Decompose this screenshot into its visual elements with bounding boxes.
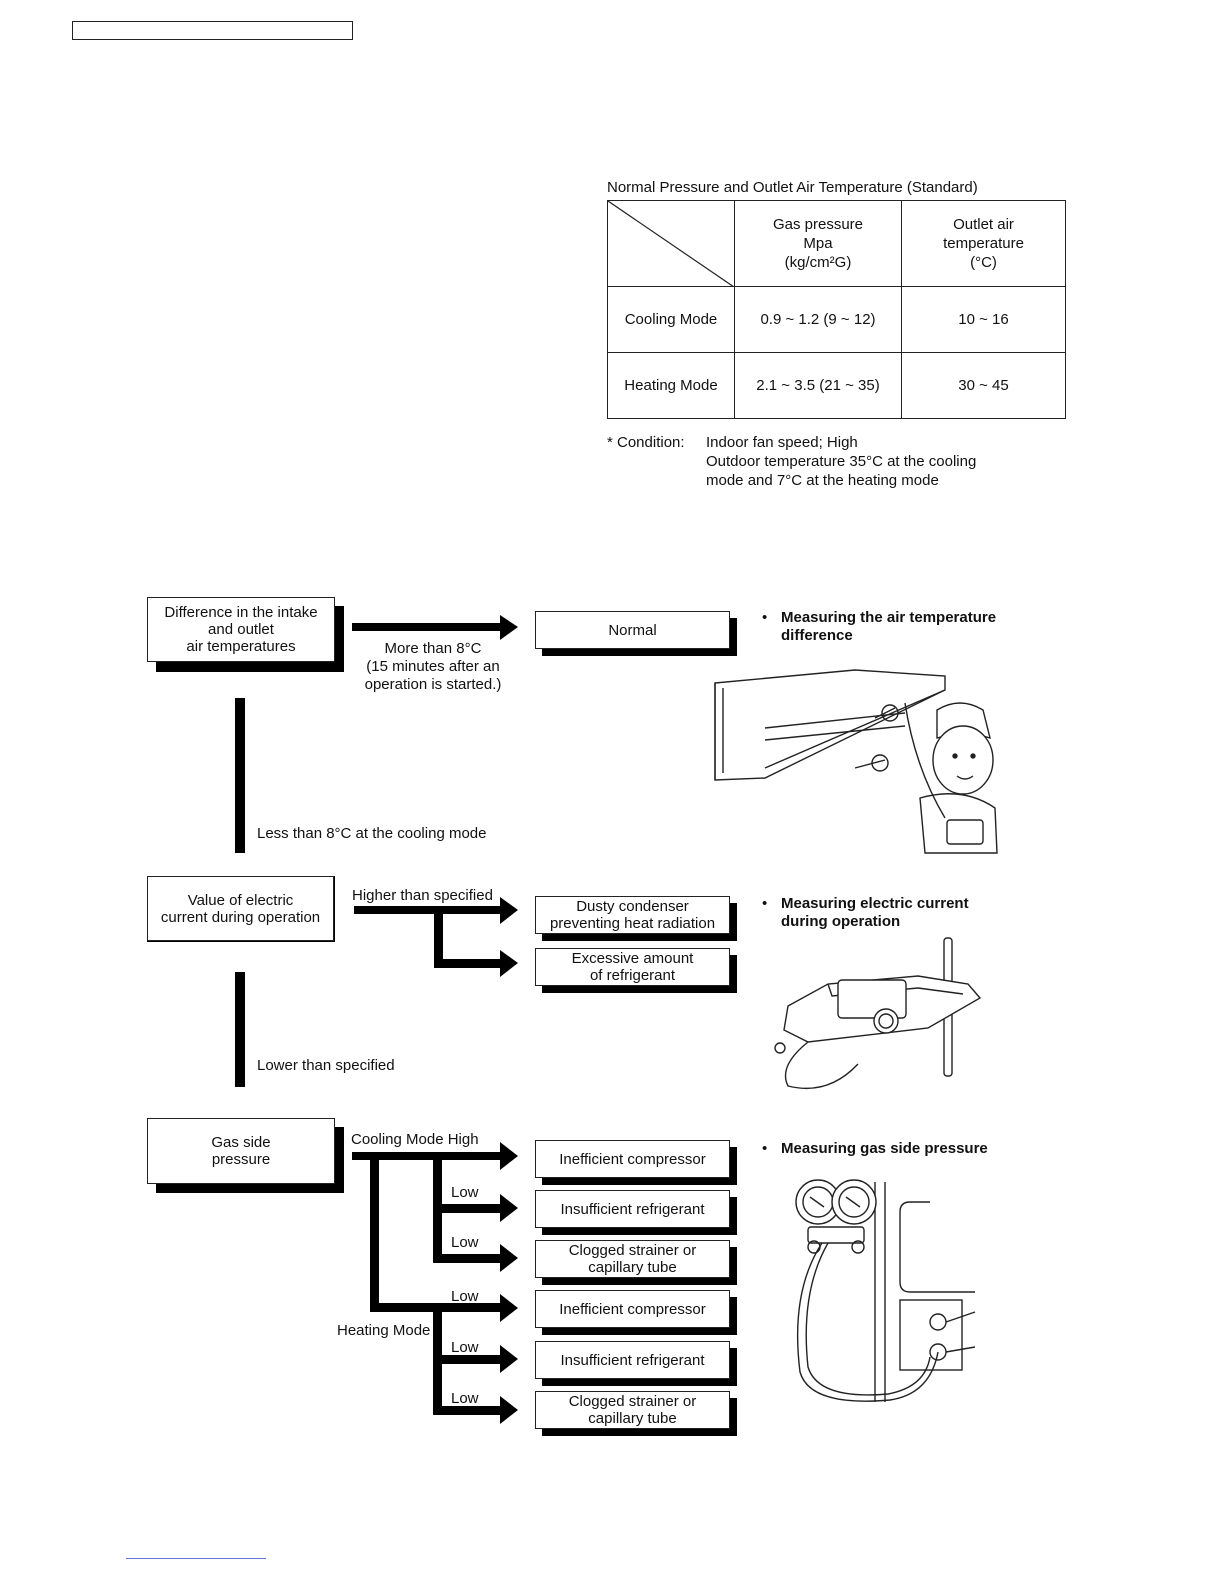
- low-label: Low: [451, 1339, 479, 1356]
- header-outlet-line-3: (°C): [970, 254, 997, 271]
- result-label: Inefficient compressor: [559, 1300, 706, 1318]
- step1-yes-line-3: operation is started.): [364, 676, 502, 693]
- clogged-strainer-box: Clogged strainer or capillary tube: [535, 1391, 730, 1429]
- low-label: Low: [451, 1184, 479, 1201]
- step1-yes-label: More than 8°C (15 minutes after an opera…: [358, 640, 508, 694]
- step1-yes-line-1: More than 8°C: [384, 640, 482, 657]
- result-line-2: capillary tube: [588, 1259, 677, 1276]
- diagonal-line: [608, 201, 734, 287]
- header-outlet-temperature: Outlet air temperature (°C): [901, 200, 1066, 287]
- bullet-icon: •: [762, 895, 768, 912]
- step2-yes-label: Higher than specified: [352, 887, 493, 904]
- result-label: Inefficient compressor: [559, 1150, 706, 1168]
- low-label: Low: [451, 1390, 479, 1407]
- row-gas-value: 0.9 ~ 1.2 (9 ~ 12): [734, 286, 902, 353]
- insufficient-refrigerant-box: Insufficient refrigerant: [535, 1190, 730, 1228]
- clogged-strainer-box: Clogged strainer or capillary tube: [535, 1240, 730, 1278]
- header-gas-line-1: Gas pressure: [772, 216, 864, 233]
- row-label: Cooling Mode: [607, 286, 735, 353]
- result-line-1: Clogged strainer or: [568, 1393, 697, 1410]
- step2-arrows: [354, 897, 518, 977]
- note-electric-current: • Measuring electric current during oper…: [762, 895, 969, 931]
- normal-box: Normal: [535, 611, 730, 649]
- header-gas-line-2: Mpa: [803, 235, 833, 252]
- note-air-temperature: • Measuring the air temperature differen…: [762, 609, 996, 645]
- low-label: Low: [451, 1288, 479, 1305]
- step3-box-line-1: Gas side: [211, 1134, 271, 1151]
- excessive-line-2: of refrigerant: [589, 967, 676, 984]
- step1-box-line-2: and outlet: [208, 621, 274, 638]
- header-gas-pressure: Gas pressure Mpa (kg/cm²G): [734, 200, 902, 287]
- condition-line-1: Indoor fan speed; High: [706, 434, 858, 451]
- standard-table: Gas pressure Mpa (kg/cm²G) Outlet air te…: [607, 200, 1066, 419]
- footer-link-line: [126, 1558, 266, 1559]
- note-air-line-1: Measuring the air temperature: [781, 609, 997, 626]
- row-outlet-value: 30 ~ 45: [901, 352, 1066, 419]
- step3-box: Gas side pressure: [147, 1118, 335, 1184]
- bullet-icon: •: [762, 1140, 768, 1157]
- excessive-refrigerant-box: Excessive amount of refrigerant: [535, 948, 730, 986]
- note-current-line-2: during operation: [781, 913, 901, 930]
- inefficient-compressor-box: Inefficient compressor: [535, 1290, 730, 1328]
- note-gas-pressure: • Measuring gas side pressure: [762, 1140, 988, 1158]
- table-row: Heating Mode 2.1 ~ 3.5 (21 ~ 35) 30 ~ 45: [607, 352, 1066, 419]
- dusty-line-1: Dusty condenser: [576, 898, 689, 915]
- note-air-line-2: difference: [781, 627, 853, 644]
- bullet-icon: •: [762, 609, 768, 626]
- header-box: [72, 21, 353, 40]
- step2-no-label: Lower than specified: [257, 1057, 395, 1074]
- row-outlet-value: 10 ~ 16: [901, 286, 1066, 353]
- low-label: Low: [451, 1234, 479, 1251]
- row-gas-value: 2.1 ~ 3.5 (21 ~ 35): [734, 352, 902, 419]
- cooling-mode-high-label: Cooling Mode High: [351, 1131, 479, 1148]
- step3-arrows: [352, 1142, 518, 1424]
- excessive-line-1: Excessive amount: [571, 950, 694, 967]
- result-line-1: Clogged strainer or: [568, 1242, 697, 1259]
- condition-label: * Condition:: [607, 434, 685, 451]
- step1-yes-arrow: [352, 615, 518, 640]
- step1-no-connector: [235, 698, 245, 853]
- step2-box-line-2: current during operation: [160, 908, 321, 926]
- step2-box-line-1: Value of electric: [187, 891, 294, 909]
- table-corner-cell: [607, 200, 735, 287]
- step1-yes-line-2: (15 minutes after an: [366, 658, 500, 675]
- table-row: Cooling Mode 0.9 ~ 1.2 (9 ~ 12) 10 ~ 16: [607, 286, 1066, 353]
- condition-line-2: Outdoor temperature 35°C at the cooling: [706, 453, 977, 470]
- step1-box: Difference in the intake and outlet air …: [147, 597, 335, 662]
- step2-box: Value of electric current during operati…: [147, 876, 334, 941]
- result-label: Insufficient refrigerant: [560, 1351, 705, 1369]
- note-current-line-1: Measuring electric current: [781, 895, 969, 912]
- step1-box-line-1: Difference in the intake: [164, 604, 318, 621]
- step2-no-connector: [235, 972, 245, 1087]
- step1-box-line-3: air temperatures: [186, 638, 296, 655]
- dusty-line-2: preventing heat radiation: [549, 915, 716, 932]
- gauge-manifold-illustration: [795, 1179, 976, 1402]
- condition-line-3: mode and 7°C at the heating mode: [706, 472, 939, 489]
- header-outlet-line-1: Outlet air: [953, 216, 1014, 233]
- note-gas-line: Measuring gas side pressure: [781, 1140, 988, 1157]
- inefficient-compressor-box: Inefficient compressor: [535, 1140, 730, 1178]
- clamp-meter-illustration: [774, 937, 982, 1090]
- air-temperature-measurement-illustration: [714, 669, 998, 854]
- row-label: Heating Mode: [607, 352, 735, 419]
- header-outlet-line-2: temperature: [943, 235, 1024, 252]
- header-gas-line-3: (kg/cm²G): [784, 254, 852, 271]
- normal-label: Normal: [608, 621, 657, 639]
- result-line-2: capillary tube: [588, 1410, 677, 1427]
- table-title: Normal Pressure and Outlet Air Temperatu…: [607, 179, 978, 196]
- step1-no-label: Less than 8°C at the cooling mode: [257, 825, 487, 842]
- step3-box-line-2: pressure: [211, 1151, 271, 1168]
- result-label: Insufficient refrigerant: [560, 1200, 705, 1218]
- insufficient-refrigerant-box: Insufficient refrigerant: [535, 1341, 730, 1379]
- heating-mode-label: Heating Mode: [337, 1322, 431, 1339]
- dusty-condenser-box: Dusty condenser preventing heat radiatio…: [535, 896, 730, 934]
